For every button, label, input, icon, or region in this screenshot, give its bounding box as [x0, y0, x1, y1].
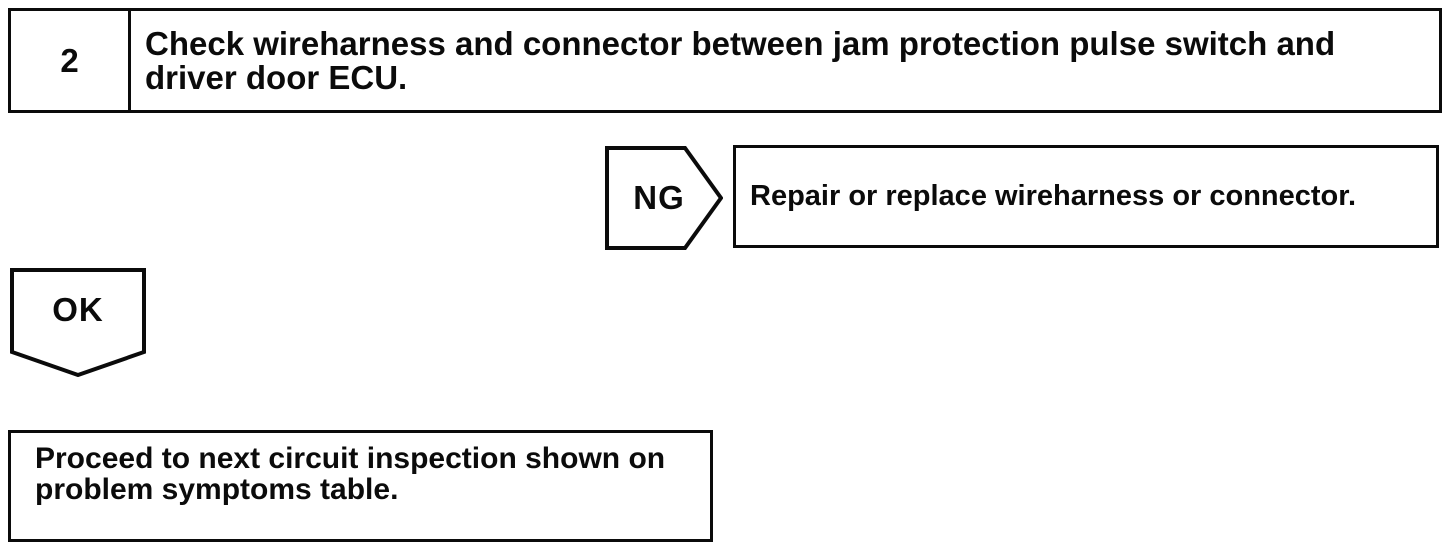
ok-connector-shape: OK	[10, 268, 146, 377]
ok-label: OK	[52, 291, 104, 328]
ng-pentagon-icon	[605, 146, 723, 250]
step-instruction-cell: Check wireharness and connector between …	[131, 11, 1439, 110]
ng-label: NG	[633, 179, 685, 216]
step-number: 2	[11, 11, 131, 110]
step-instruction-text: Check wireharness and connector between …	[145, 25, 1336, 96]
ng-action-text: Repair or replace wireharness or connect…	[750, 180, 1357, 212]
step-box: 2 Check wireharness and connector betwee…	[8, 8, 1442, 113]
ng-connector-shape: NG	[605, 146, 723, 250]
ok-action-box: Proceed to next circuit inspection shown…	[8, 430, 713, 542]
ok-action-text: Proceed to next circuit inspection shown…	[35, 442, 666, 506]
ok-pentagon-icon	[10, 268, 146, 377]
ng-action-box: Repair or replace wireharness or connect…	[733, 145, 1439, 248]
